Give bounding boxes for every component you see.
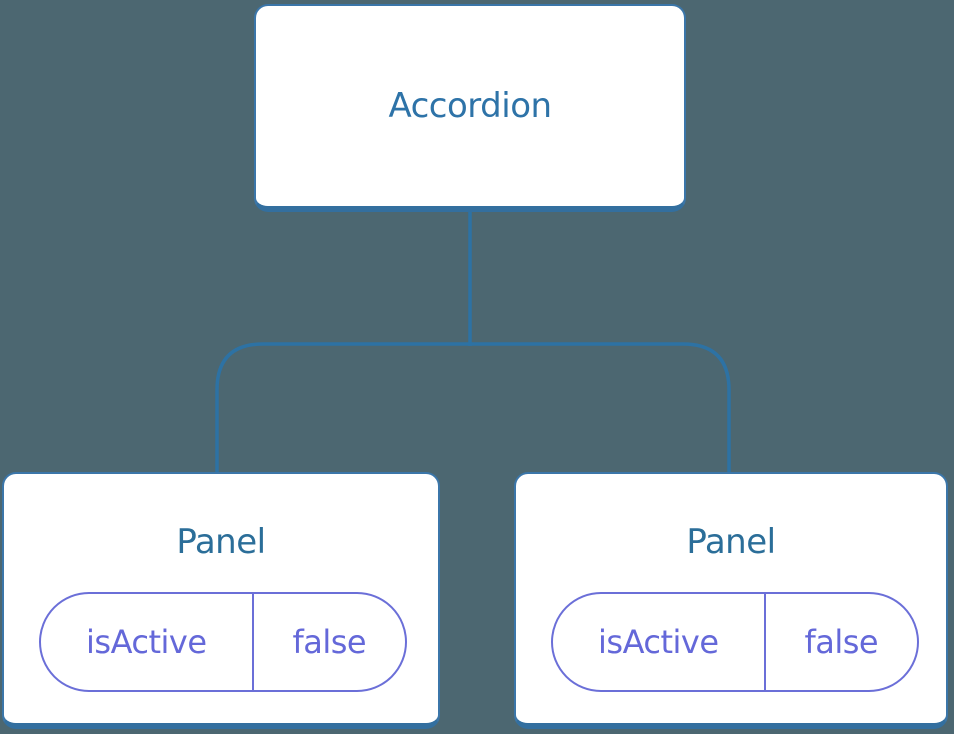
state-value: false [292, 623, 367, 661]
accordion-node: Accordion [254, 4, 686, 212]
state-name: isActive [553, 594, 766, 690]
panel-node-label: Panel [686, 522, 776, 562]
connector-branch [215, 342, 731, 474]
panel-node-right: Panel isActive false [514, 472, 948, 729]
state-pill: isActive false [551, 592, 919, 692]
state-name: isActive [41, 594, 254, 690]
panel-node-left: Panel isActive false [2, 472, 440, 729]
state-pill: isActive false [39, 592, 407, 692]
panel-node-label: Panel [176, 522, 266, 562]
state-value: false [804, 623, 879, 661]
accordion-node-label: Accordion [388, 86, 552, 126]
